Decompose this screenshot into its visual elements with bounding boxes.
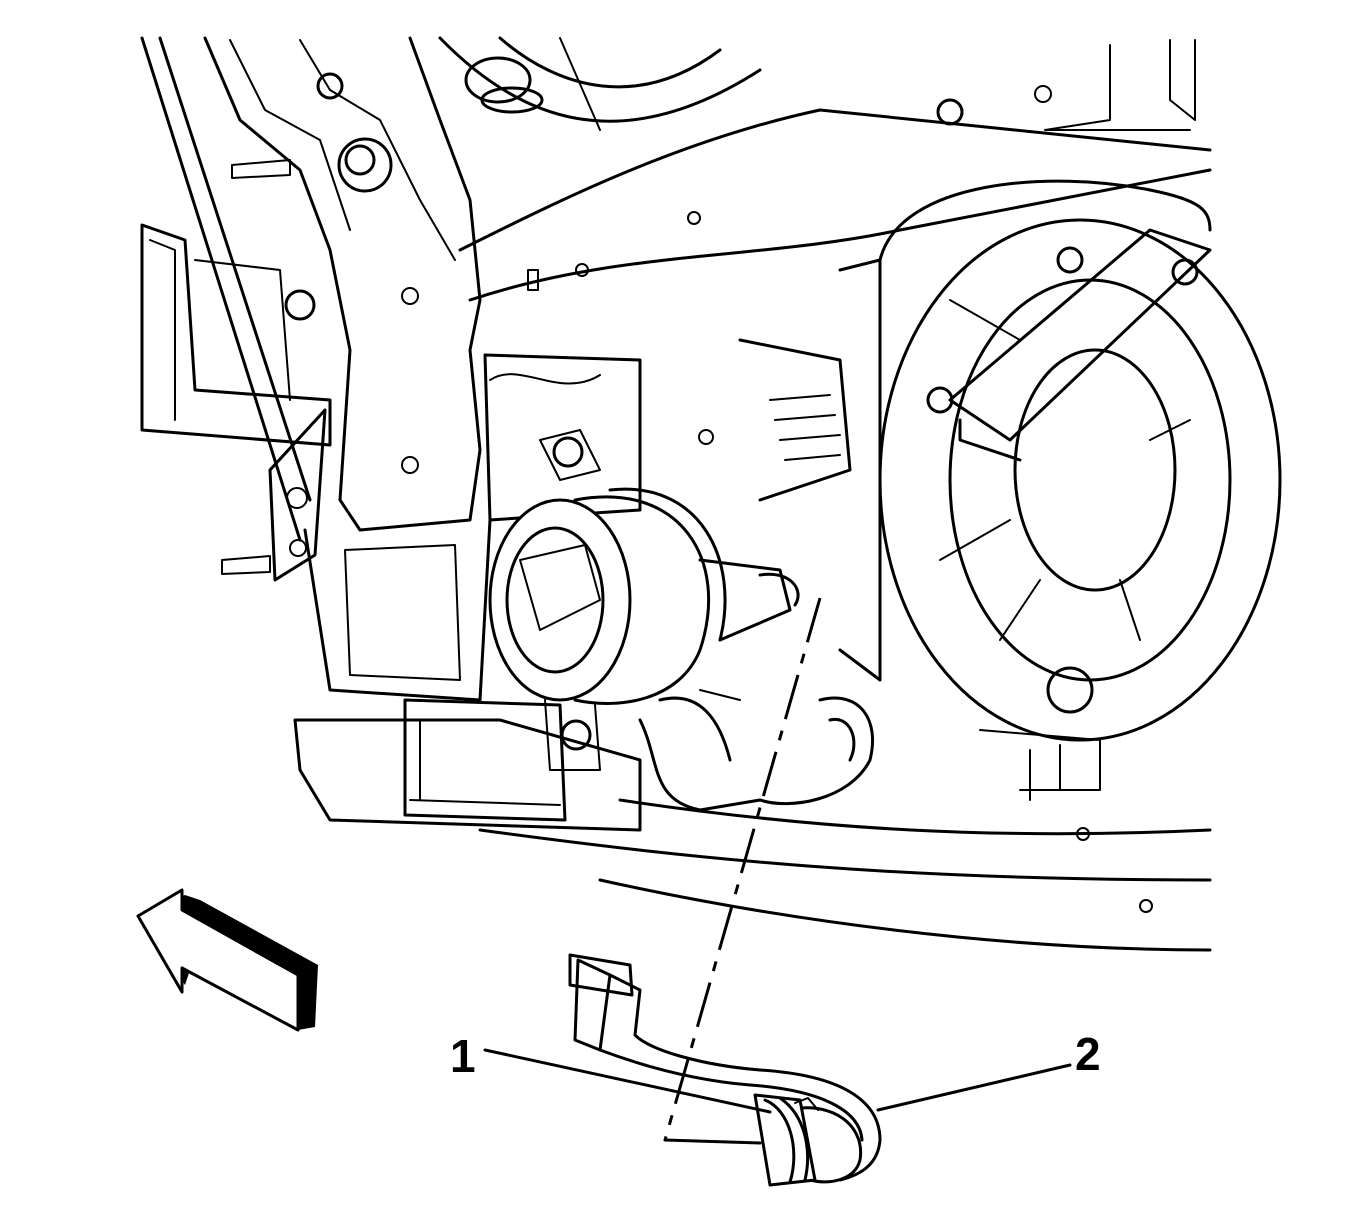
mount-bracket-left (140, 223, 332, 582)
callout-2-leader (876, 1063, 1072, 1112)
transmission-housing (878, 179, 1282, 801)
guide-line-base (663, 1138, 762, 1145)
front-of-vehicle-arrow-icon (136, 888, 318, 1032)
body-frame (140, 36, 1212, 575)
auxiliary-coolant-pump (483, 353, 800, 771)
hose-clamp (753, 1093, 819, 1187)
coolant-hoses-installed (638, 689, 875, 812)
callout-1-leader (483, 1048, 772, 1114)
callout-1-label: 1 (450, 1030, 476, 1082)
coolant-hose (568, 953, 882, 1184)
callout-2-label: 2 (1075, 1028, 1101, 1080)
drive-components (698, 258, 882, 682)
installation-guide-line (663, 597, 822, 1141)
subframe (293, 518, 1212, 952)
